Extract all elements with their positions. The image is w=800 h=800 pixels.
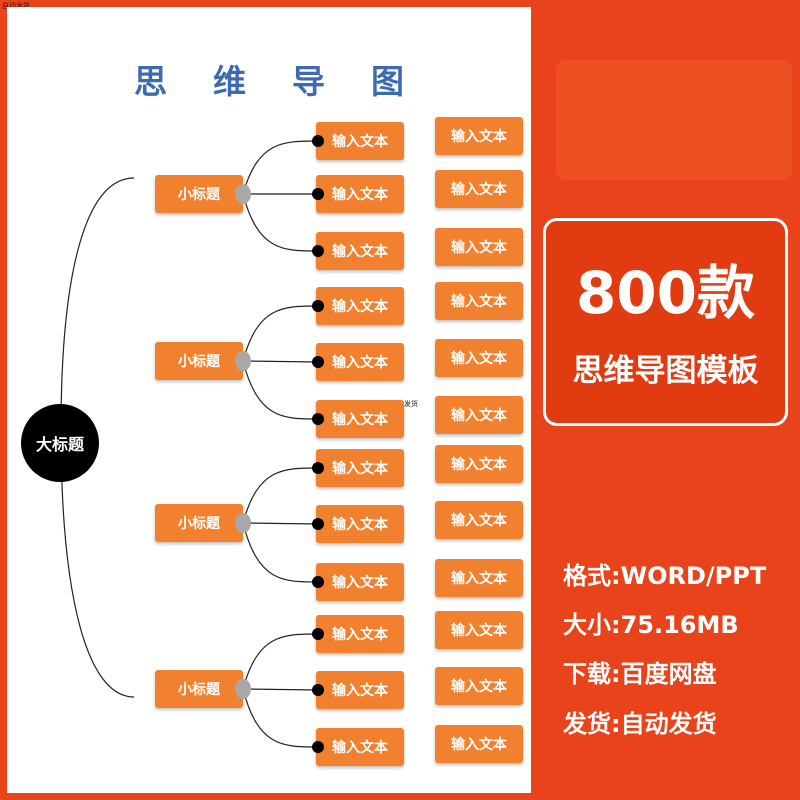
text-node: 输入文本 xyxy=(435,445,523,483)
text-node: 输入文本 xyxy=(435,559,523,597)
branch-line xyxy=(242,522,319,583)
text-node: 输入文本 xyxy=(435,501,523,539)
branch-line xyxy=(242,633,319,690)
promo-panel: 800款 思维导图模板 xyxy=(543,218,788,426)
mind-map-sheet: 思维导图 大标题 自动发货 小标题 输入文本 输入文本 输入文本 输入文本 输入… xyxy=(7,7,531,793)
promo-subtitle: 思维导图模板 xyxy=(572,353,759,389)
branch-joint-dot xyxy=(235,184,251,204)
text-node: 输入文本 xyxy=(435,282,523,320)
branch-line xyxy=(242,688,319,748)
text-node: 输入文本 xyxy=(316,671,404,709)
branch-line xyxy=(242,360,319,420)
branch-joint-dot xyxy=(235,351,251,371)
promo-backdrop xyxy=(556,60,792,180)
branch-line xyxy=(242,522,319,525)
subtitle-node: 小标题 xyxy=(155,670,243,708)
format-info: 格式:WORD/PPT xyxy=(563,562,767,590)
root-node: 大标题 xyxy=(21,404,99,482)
text-node: 输入文本 xyxy=(316,232,404,270)
text-node: 输入文本 xyxy=(435,228,523,266)
branch-line xyxy=(242,467,319,524)
text-node: 输入文本 xyxy=(316,449,404,487)
branch-line xyxy=(242,360,319,363)
text-node: 输入文本 xyxy=(316,563,404,601)
text-node: 输入文本 xyxy=(316,175,404,213)
branch-line xyxy=(242,688,319,691)
text-node: 输入文本 xyxy=(435,117,523,155)
center-watermark: 自动发货 xyxy=(390,400,418,408)
text-node: 输入文本 xyxy=(435,611,523,649)
branch-line xyxy=(242,140,319,195)
corner-watermark: 自动发货 xyxy=(2,2,30,10)
delivery-info: 发货:自动发货 xyxy=(563,710,717,738)
connector-lines xyxy=(60,140,319,748)
branch-end-dot xyxy=(312,684,324,696)
download-info: 下载:百度网盘 xyxy=(563,660,717,688)
branch-end-dot xyxy=(312,462,324,474)
branch-end-dot xyxy=(312,188,324,200)
branch-end-dot xyxy=(312,628,324,640)
text-node: 输入文本 xyxy=(316,505,404,543)
text-node: 输入文本 xyxy=(316,615,404,653)
text-node: 输入文本 xyxy=(316,400,404,438)
text-node: 输入文本 xyxy=(435,667,523,705)
text-node: 输入文本 xyxy=(316,728,404,766)
branch-end-dot xyxy=(312,413,324,425)
subtitle-node: 小标题 xyxy=(155,342,243,380)
branch-end-dot xyxy=(312,576,324,588)
branch-end-dot xyxy=(312,135,324,147)
branch-joint-dot xyxy=(235,679,251,699)
text-node: 输入文本 xyxy=(435,396,523,434)
text-node: 输入文本 xyxy=(316,343,404,381)
branch-end-dot xyxy=(312,518,324,530)
subtitle-node: 小标题 xyxy=(155,175,243,213)
branch-end-dot xyxy=(312,356,324,368)
branch-line xyxy=(242,193,319,252)
text-node: 输入文本 xyxy=(316,287,404,325)
sheet-title: 思维导图 xyxy=(134,62,450,101)
branch-line xyxy=(242,305,319,362)
subtitle-node: 小标题 xyxy=(155,504,243,542)
branch-end-dot xyxy=(312,300,324,312)
text-node: 输入文本 xyxy=(435,170,523,208)
branch-joint-dot xyxy=(235,513,251,533)
text-node: 输入文本 xyxy=(316,122,404,160)
template-count: 800款 xyxy=(575,259,756,327)
branch-end-dot xyxy=(312,741,324,753)
size-info: 大小:75.16MB xyxy=(563,611,739,639)
text-node: 输入文本 xyxy=(435,339,523,377)
text-node: 输入文本 xyxy=(435,725,523,763)
branch-end-dot xyxy=(312,245,324,257)
